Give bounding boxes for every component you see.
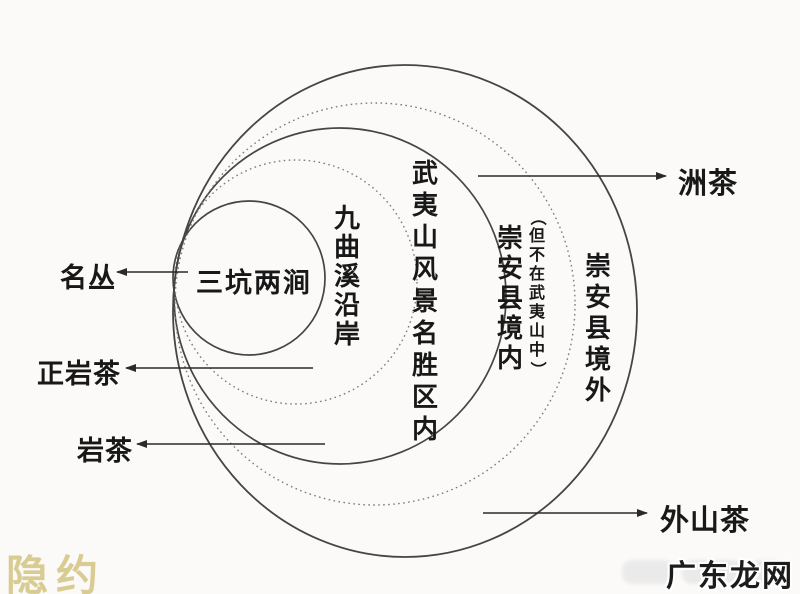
- watermark-yinyue: 隐约: [6, 554, 107, 594]
- ring-chongan-county-inside: [174, 102, 576, 506]
- ring-label-core: 三坑两涧: [196, 268, 312, 298]
- callout-label-zhoucha: 洲茶: [678, 168, 739, 200]
- callout-label-yancha: 岩茶: [77, 436, 133, 466]
- ring-label-wuyishan-scenic-area: 武夷山风景名胜区内: [412, 159, 439, 444]
- ring-chongan-county-outside: [172, 64, 638, 558]
- ring-label-chongan-county-inside: 崇安县境内: [497, 224, 524, 373]
- callout-label-mingcong: 名丛: [60, 263, 116, 293]
- ring-core: [172, 200, 326, 356]
- watermark-guangdong-longwang: 广东龙网: [666, 560, 794, 593]
- ring-label-chongan-county-outside: 崇安县境外: [585, 252, 612, 405]
- callout-label-waishancha: 外山茶: [660, 505, 751, 537]
- ring-note-chongan-county-inside: （但不在武夷山中）: [528, 209, 546, 378]
- callout-label-zhengyancha: 正岩茶: [37, 359, 121, 389]
- faint-background-watermark: [622, 556, 792, 588]
- ring-label-jiuqu-riverside: 九曲溪沿岸: [334, 204, 361, 349]
